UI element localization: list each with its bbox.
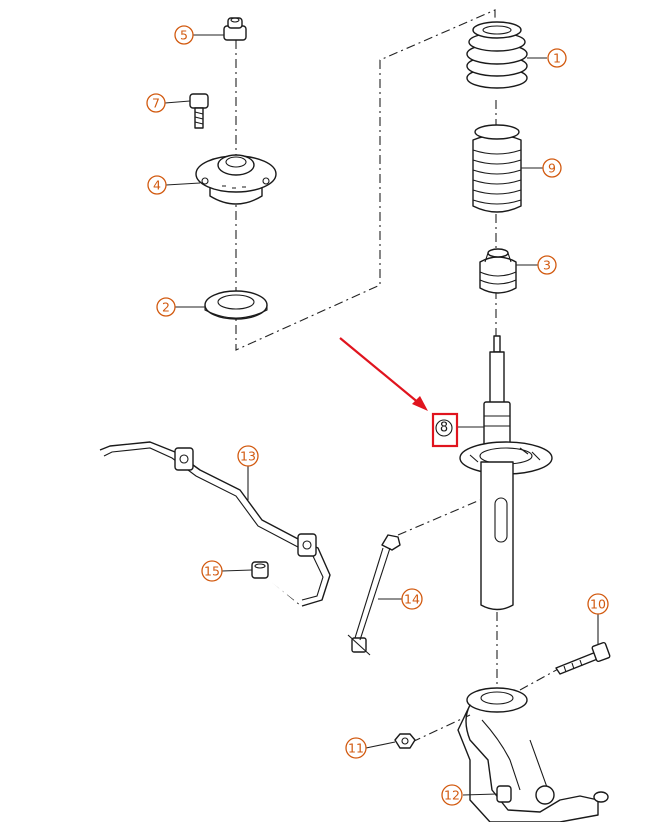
leader-lines — [164, 34, 599, 796]
callout-3: 3 — [537, 255, 557, 275]
callout-label: 3 — [543, 258, 551, 273]
callout-label: 11 — [348, 741, 364, 756]
callout-5: 5 — [174, 25, 194, 45]
callout-15: 15 — [201, 560, 223, 582]
callout-label: 5 — [180, 28, 188, 43]
callout-4: 4 — [147, 175, 167, 195]
nut-part-11 — [394, 733, 416, 749]
callout-9: 9 — [542, 158, 562, 178]
highlight-arrow — [339, 337, 428, 411]
callout-8-highlighted: 8 — [431, 412, 459, 448]
coupling-rod-part-14 — [347, 534, 401, 656]
callout-label: 15 — [204, 564, 220, 579]
assembly-line-bolt — [519, 667, 561, 691]
bearing-part-2 — [204, 290, 268, 320]
nut-part-5 — [223, 17, 247, 41]
callout-label: 10 — [590, 597, 606, 612]
callout-14: 14 — [401, 588, 423, 610]
callout-label: 4 — [153, 178, 161, 193]
callout-13: 13 — [237, 445, 259, 467]
dust-boot-part-9 — [472, 124, 522, 213]
bump-stop-part-3 — [479, 248, 517, 294]
callout-label: 2 — [162, 300, 170, 315]
callout-7: 7 — [146, 93, 166, 113]
callout-label: 7 — [152, 96, 160, 111]
coil-spring-part-1 — [466, 21, 528, 89]
strut-part-8 — [459, 335, 553, 611]
callout-label: 1 — [553, 51, 561, 66]
callout-10: 10 — [587, 593, 609, 615]
callout-11: 11 — [345, 737, 367, 759]
callout-12: 12 — [441, 784, 463, 806]
callout-label: 12 — [444, 788, 460, 803]
callout-1: 1 — [547, 48, 567, 68]
callout-label: 9 — [548, 161, 556, 176]
callout-label: 13 — [240, 449, 256, 464]
assembly-line-link-strut — [397, 499, 481, 536]
steering-knuckle-part-12 — [457, 687, 609, 822]
strut-mount-part-4 — [195, 154, 277, 205]
bolt-part-7 — [189, 93, 209, 129]
callout-2: 2 — [156, 297, 176, 317]
callout-label: 8 — [440, 421, 448, 436]
assembly-line-top-mount — [235, 9, 496, 351]
callout-label: 14 — [404, 592, 420, 607]
clamp-part-15 — [251, 561, 269, 579]
bolt-part-10 — [555, 641, 611, 675]
stabilizer-bar-part-13 — [99, 441, 331, 607]
